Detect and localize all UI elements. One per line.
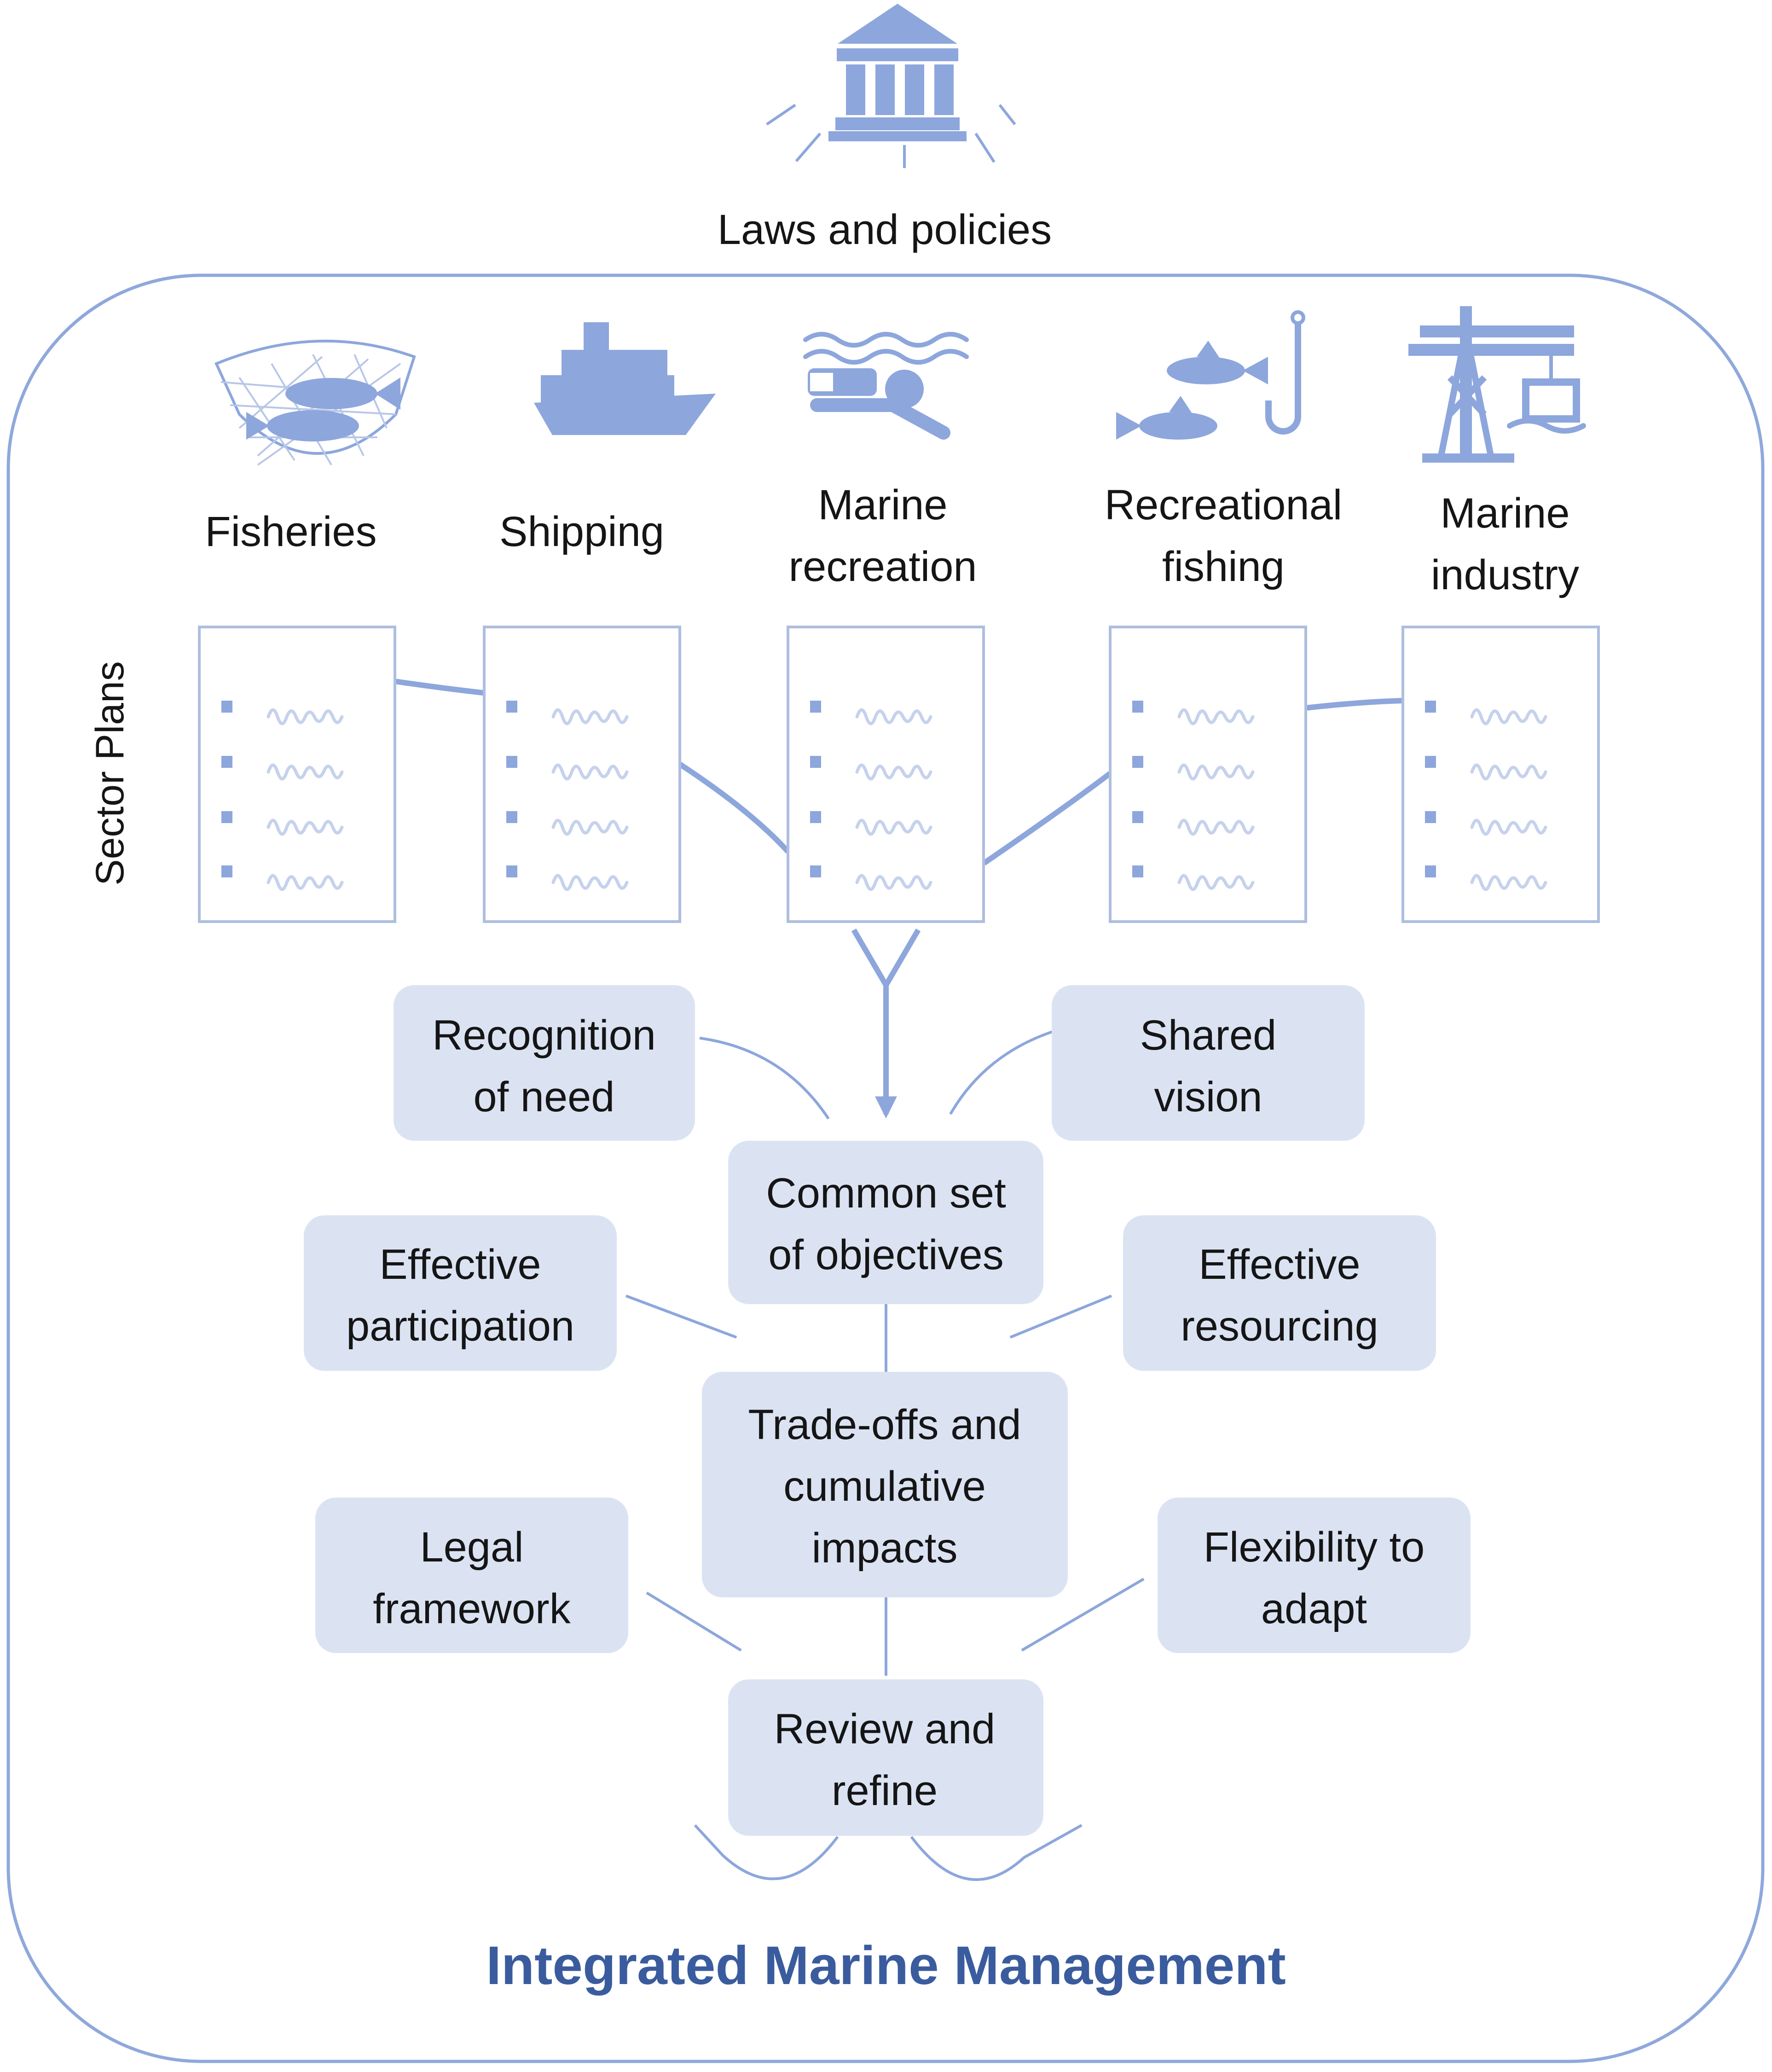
sector-label: fishing bbox=[1162, 543, 1285, 590]
svg-text:of objectives: of objectives bbox=[768, 1231, 1003, 1278]
svg-text:Effective: Effective bbox=[1199, 1241, 1360, 1288]
sector-plan-document bbox=[787, 626, 985, 923]
effective-participation-box: Effective participation bbox=[304, 1215, 617, 1371]
sector-label: recreation bbox=[788, 543, 977, 590]
factor-arrows bbox=[625, 1030, 1145, 1881]
svg-text:Legal: Legal bbox=[420, 1524, 523, 1571]
svg-text:Trade-offs and: Trade-offs and bbox=[748, 1401, 1021, 1448]
diagram-title: Integrated Marine Management bbox=[486, 1935, 1286, 1996]
fishing-net-icon bbox=[214, 339, 416, 466]
cruise-ship-icon bbox=[534, 322, 716, 435]
effective-resourcing-box: Effective resourcing bbox=[1123, 1215, 1436, 1371]
sector-label: Recreational bbox=[1105, 482, 1343, 528]
sector-plan-links bbox=[394, 679, 1403, 1119]
sector-label: Fisheries bbox=[205, 508, 376, 555]
port-crane-icon bbox=[1408, 306, 1586, 463]
svg-text:Effective: Effective bbox=[379, 1241, 541, 1288]
government-building-icon bbox=[828, 4, 967, 141]
integrated-management-frame bbox=[6, 273, 1765, 2063]
svg-text:framework: framework bbox=[373, 1585, 571, 1632]
sector-plan-document bbox=[1109, 626, 1307, 923]
svg-text:Review and: Review and bbox=[774, 1706, 996, 1753]
svg-text:Shared: Shared bbox=[1140, 1012, 1277, 1059]
sector-label: industry bbox=[1431, 551, 1579, 598]
svg-text:Recognition: Recognition bbox=[432, 1012, 656, 1059]
shared-vision-box: Shared vision bbox=[1052, 985, 1365, 1141]
sector-label: Shipping bbox=[499, 508, 664, 555]
review-refine-box: Review and refine bbox=[728, 1679, 1043, 1836]
svg-text:Flexibility to: Flexibility to bbox=[1204, 1524, 1425, 1571]
svg-text:vision: vision bbox=[1154, 1074, 1262, 1120]
snorkel-diver-icon bbox=[803, 332, 969, 440]
sector-plan-document bbox=[483, 626, 681, 923]
svg-text:adapt: adapt bbox=[1261, 1585, 1367, 1632]
sector-plan-document bbox=[198, 626, 396, 923]
policy-outflow-arrows bbox=[766, 104, 1016, 169]
recognition-of-need-box: Recognition of need bbox=[394, 985, 695, 1141]
fish-hook-icon bbox=[1116, 310, 1305, 440]
sector-label: Marine bbox=[1440, 490, 1569, 537]
svg-text:Common set: Common set bbox=[766, 1170, 1006, 1217]
sector-plans-label: Sector Plans bbox=[88, 661, 132, 886]
svg-text:cumulative: cumulative bbox=[783, 1463, 986, 1510]
legal-framework-box: Legal framework bbox=[315, 1497, 628, 1653]
tradeoffs-box: Trade-offs and cumulative impacts bbox=[702, 1372, 1068, 1597]
sector-label: Marine bbox=[818, 482, 947, 528]
svg-text:refine: refine bbox=[832, 1767, 938, 1814]
svg-text:resourcing: resourcing bbox=[1181, 1303, 1378, 1350]
flexibility-to-adapt-box: Flexibility to adapt bbox=[1158, 1497, 1471, 1653]
sector-plan-document bbox=[1401, 626, 1600, 923]
sector-labels: Fisheries Shipping Marine recreation Recreat… bbox=[205, 482, 1579, 598]
svg-text:of need: of need bbox=[474, 1074, 615, 1120]
svg-text:impacts: impacts bbox=[812, 1525, 958, 1572]
governance-label: Laws and policies bbox=[718, 206, 1052, 253]
common-objectives-box: Common set of objectives bbox=[728, 1141, 1043, 1304]
svg-text:participation: participation bbox=[346, 1303, 574, 1350]
